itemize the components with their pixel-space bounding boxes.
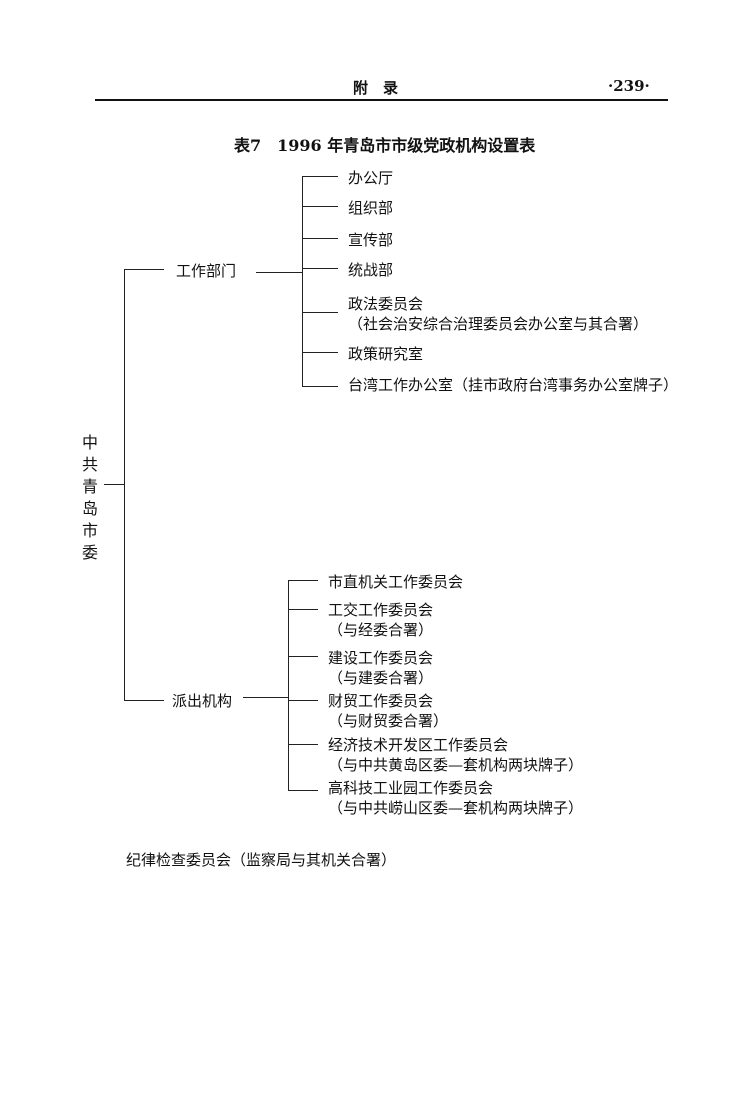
work-item-tick: [302, 386, 338, 387]
root-char: 中: [81, 433, 98, 452]
work-item-tick: [302, 176, 338, 177]
work-item-tick: [302, 206, 338, 207]
work-vertical-line: [302, 176, 303, 386]
root-char: 青: [81, 477, 98, 496]
dispatched-item: 工交工作委员会: [328, 601, 434, 619]
dispatched-item-note: （与建委合署）: [328, 669, 434, 687]
table-title: 表7 1996 年青岛市市级党政机构设置表: [234, 136, 536, 155]
root-connector: [104, 484, 124, 485]
root-char: 委: [81, 543, 98, 562]
dispatched-item-tick: [288, 790, 318, 791]
discipline-commission-text: 纪律检查委员会（监察局与其机关合署）: [126, 851, 397, 869]
page-number: ·239·: [608, 77, 650, 95]
dispatched-item: 市直机关工作委员会: [328, 573, 464, 591]
branch-label-work-departments: 工作部门: [176, 262, 237, 280]
section-title: 附 录: [353, 79, 399, 97]
work-item-note: （社会治安综合治理委员会办公室与其合署）: [348, 315, 649, 333]
root-char: 市: [81, 521, 98, 540]
work-item-tick: [302, 238, 338, 239]
dispatched-item: 高科技工业园工作委员会: [328, 779, 494, 797]
dispatched-item-note: （与中共崂山区委—套机构两块牌子）: [328, 799, 584, 817]
branch-connector-work: [124, 269, 164, 270]
dispatched-item: 财贸工作委员会: [328, 692, 434, 710]
root-char: 共: [81, 455, 98, 474]
branch-connector-dispatched: [124, 700, 164, 701]
dispatched-item: 建设工作委员会: [328, 649, 434, 667]
work-item: 组织部: [348, 199, 394, 217]
dispatched-item-note: （与中共黄岛区委—套机构两块牌子）: [328, 756, 584, 774]
work-item-tick: [302, 312, 338, 313]
dispatched-item-tick: [288, 580, 318, 581]
work-item: 统战部: [348, 261, 394, 279]
dispatched-item: 经济技术开发区工作委员会: [328, 736, 509, 754]
dispatched-item-note: （与经委合署）: [328, 621, 434, 639]
work-item: 台湾工作办公室（挂市政府台湾事务办公室牌子）: [348, 376, 679, 394]
work-item: 宣传部: [348, 231, 394, 249]
work-item: 办公厅: [348, 169, 394, 187]
branch-link-dispatched: [243, 697, 288, 698]
dispatched-vertical-line: [288, 580, 289, 790]
dispatched-item-tick: [288, 744, 318, 745]
dispatched-item-tick: [288, 656, 318, 657]
work-item: 政法委员会: [348, 295, 424, 313]
header-rule: [95, 99, 668, 101]
root-vertical-line: [124, 269, 125, 700]
work-item: 政策研究室: [348, 345, 424, 363]
dispatched-item-note: （与财贸委合署）: [328, 712, 449, 730]
branch-link-work: [256, 272, 302, 273]
root-node-label: 中 共 青 岛 市 委: [80, 432, 100, 564]
branch-label-dispatched-bodies: 派出机构: [172, 692, 233, 710]
dispatched-item-tick: [288, 700, 318, 701]
work-item-tick: [302, 352, 338, 353]
root-char: 岛: [81, 499, 98, 518]
work-item-tick: [302, 268, 338, 269]
dispatched-item-tick: [288, 609, 318, 610]
